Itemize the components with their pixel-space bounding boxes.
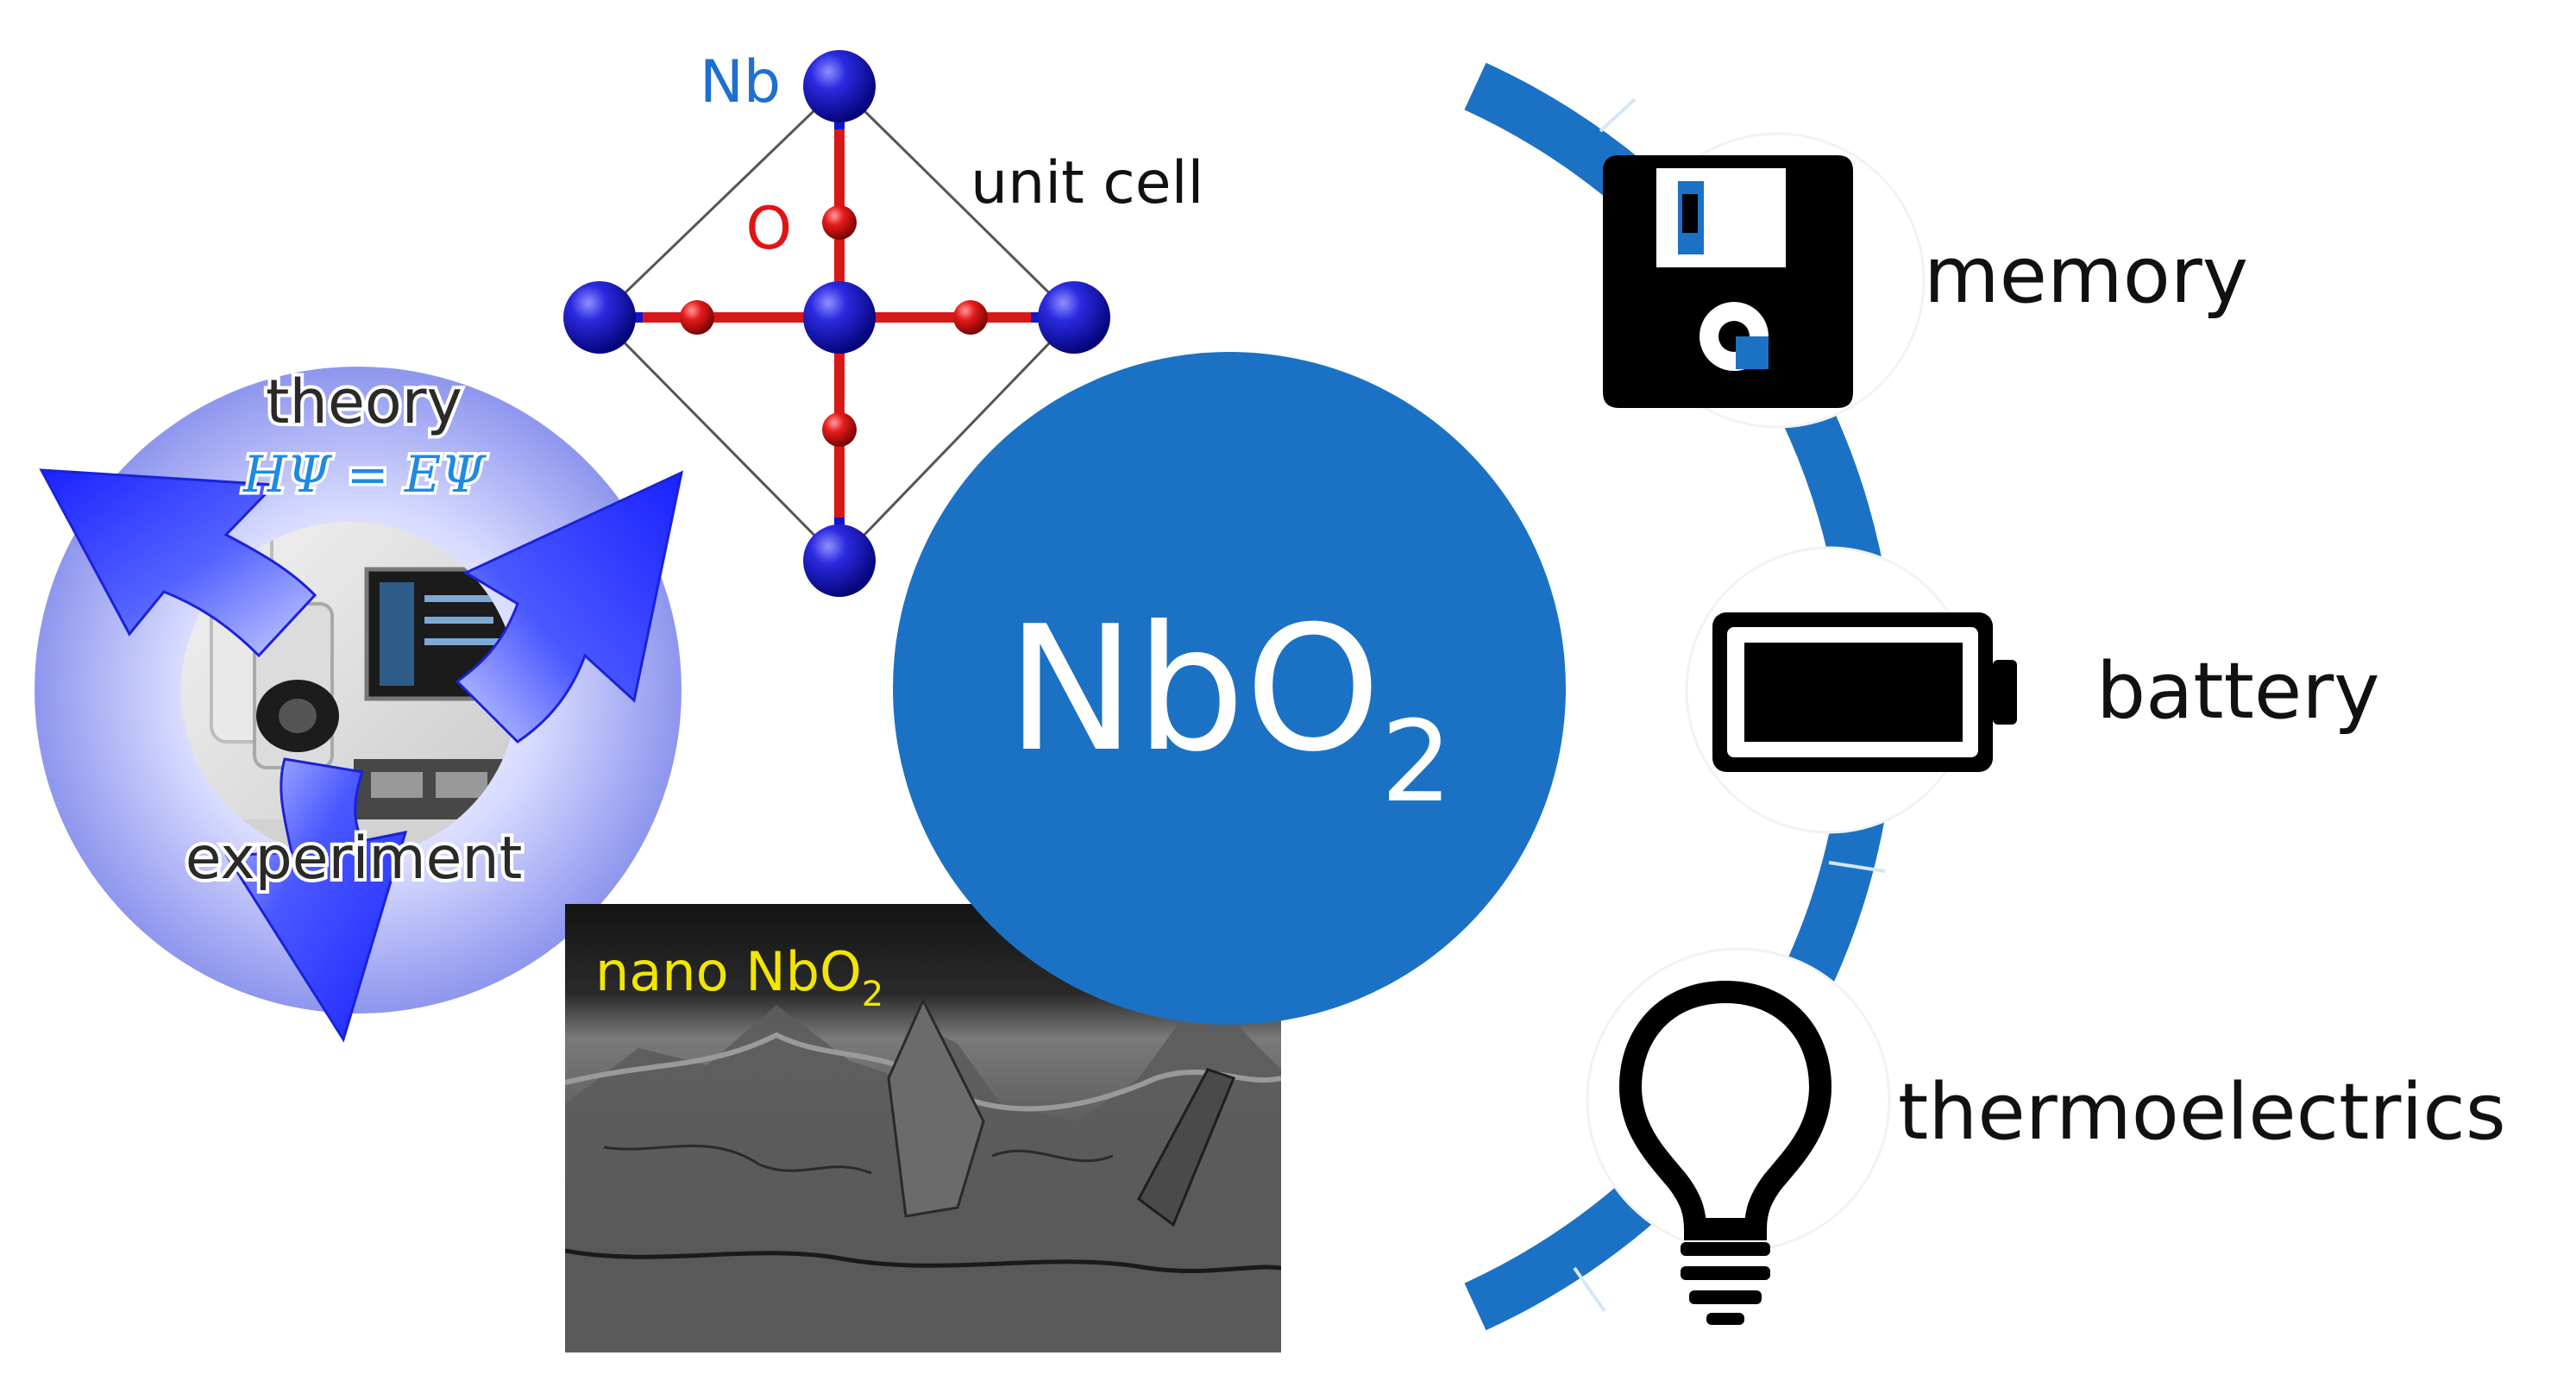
center-circle: [893, 352, 1566, 1025]
unit-cell-caption: unit cell: [971, 149, 1203, 217]
niobium-atom: [563, 281, 636, 354]
oxygen-atom: [953, 300, 988, 335]
micrograph-label: nano NbO2: [595, 940, 883, 1014]
app-label-memory: memory: [1924, 230, 2248, 321]
cycle-equation: HΨ = EΨ: [242, 445, 487, 504]
oxygen-atom: [822, 205, 857, 240]
niobium-atom: [803, 281, 876, 354]
light-bulb-icon: [1618, 980, 1832, 1325]
cycle-top-label: theory: [266, 367, 462, 437]
niobium-atom: [803, 50, 876, 122]
atom-label-o: O: [745, 195, 792, 263]
oxygen-atom: [680, 300, 714, 335]
app-memory: memory: [1603, 132, 2248, 429]
theory-experiment-cycle: theory HΨ = EΨ experiment: [35, 363, 684, 1043]
app-label-thermoelectrics: thermoelectrics: [1898, 1067, 2506, 1158]
cycle-arrow-bottom-left: [224, 757, 408, 1043]
niobium-atom: [803, 524, 876, 597]
center-formula: NbO2: [1007, 589, 1453, 827]
cycle-arrow-top-left: [39, 468, 317, 658]
cycle-bottom-label: experiment: [185, 825, 523, 893]
applications-arc: memory battery thermoelectrics: [1464, 62, 2506, 1331]
cycle-arrow-right: [455, 470, 684, 744]
atom-label-nb: Nb: [700, 48, 781, 116]
app-thermoelectrics: thermoelectrics: [1586, 947, 2506, 1325]
app-battery: battery: [1685, 546, 2380, 834]
unit-cell-structure: Nb O unit cell: [563, 48, 1203, 597]
niobium-atom: [1038, 281, 1110, 354]
nbo2-center-badge: NbO2: [893, 352, 1566, 1025]
oxygen-atom: [822, 412, 857, 447]
floppy-disk-icon: [1603, 155, 1853, 408]
app-label-battery: battery: [2096, 646, 2380, 737]
battery-icon: [1712, 612, 2017, 772]
